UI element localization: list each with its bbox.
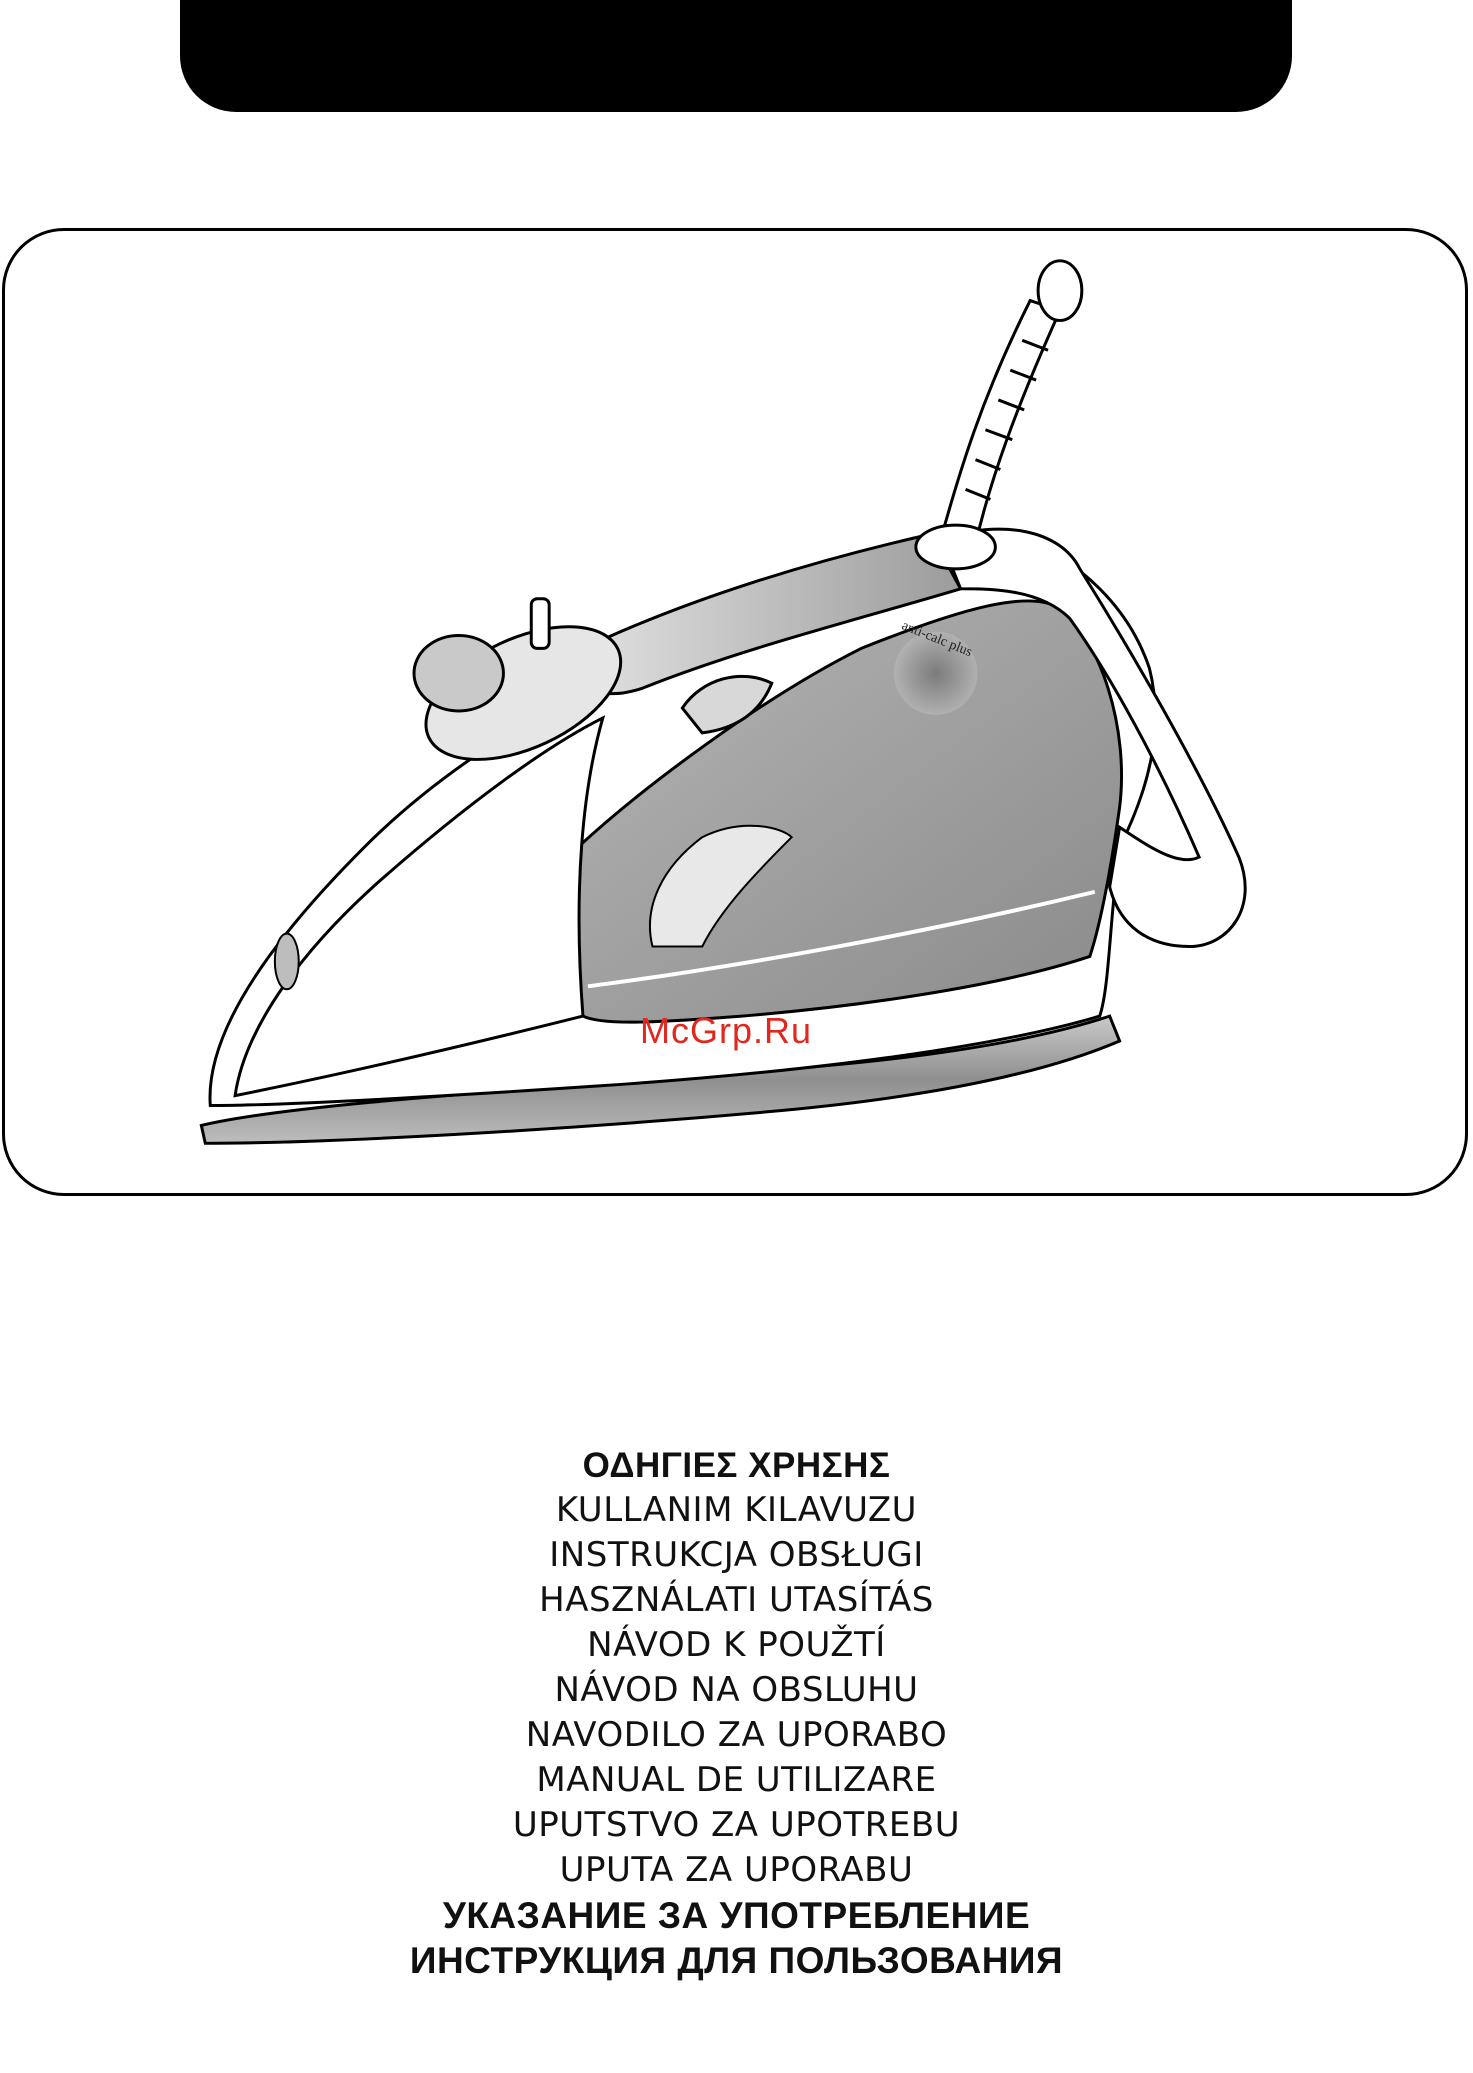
title-line: NÁVOD K POUŽTÍ [0, 1623, 1473, 1668]
title-line: ИНСТРУКЦИЯ ДЛЯ ПОЛЬЗОВАНИЯ [0, 1938, 1473, 1983]
manual-titles-list: ΟΔΗΓΙΕΣ ΧΡΗΣΗΣ KULLANIM KILAVUZU INSTRUK… [0, 1443, 1473, 1983]
title-line: HASZNÁLATI UTASÍTÁS [0, 1578, 1473, 1623]
cord-collar [916, 525, 996, 569]
steam-lever [531, 599, 549, 649]
steam-button [414, 635, 503, 711]
title-line: УКАЗАНИЕ ЗА УПОТРЕБЛЕНИЕ [0, 1893, 1473, 1938]
title-line: UPUTSTVO ZA UPOTREBU [0, 1803, 1473, 1848]
title-line: KULLANIM KILAVUZU [0, 1488, 1473, 1533]
title-line: NAVODILO ZA UPORABO [0, 1713, 1473, 1758]
power-cord [941, 301, 1060, 544]
cord-end [1038, 261, 1082, 321]
front-clip-icon [275, 934, 299, 990]
title-line: INSTRUKCJA OBSŁUGI [0, 1533, 1473, 1578]
title-line: ΟΔΗΓΙΕΣ ΧΡΗΣΗΣ [0, 1443, 1473, 1488]
title-line: NÁVOD NA OBSLUHU [0, 1668, 1473, 1713]
title-line: MANUAL DE UTILIZARE [0, 1758, 1473, 1803]
watermark-text: McGrp.Ru [640, 1010, 812, 1052]
header-bar [180, 0, 1292, 112]
title-line: UPUTA ZA UPORABU [0, 1848, 1473, 1893]
